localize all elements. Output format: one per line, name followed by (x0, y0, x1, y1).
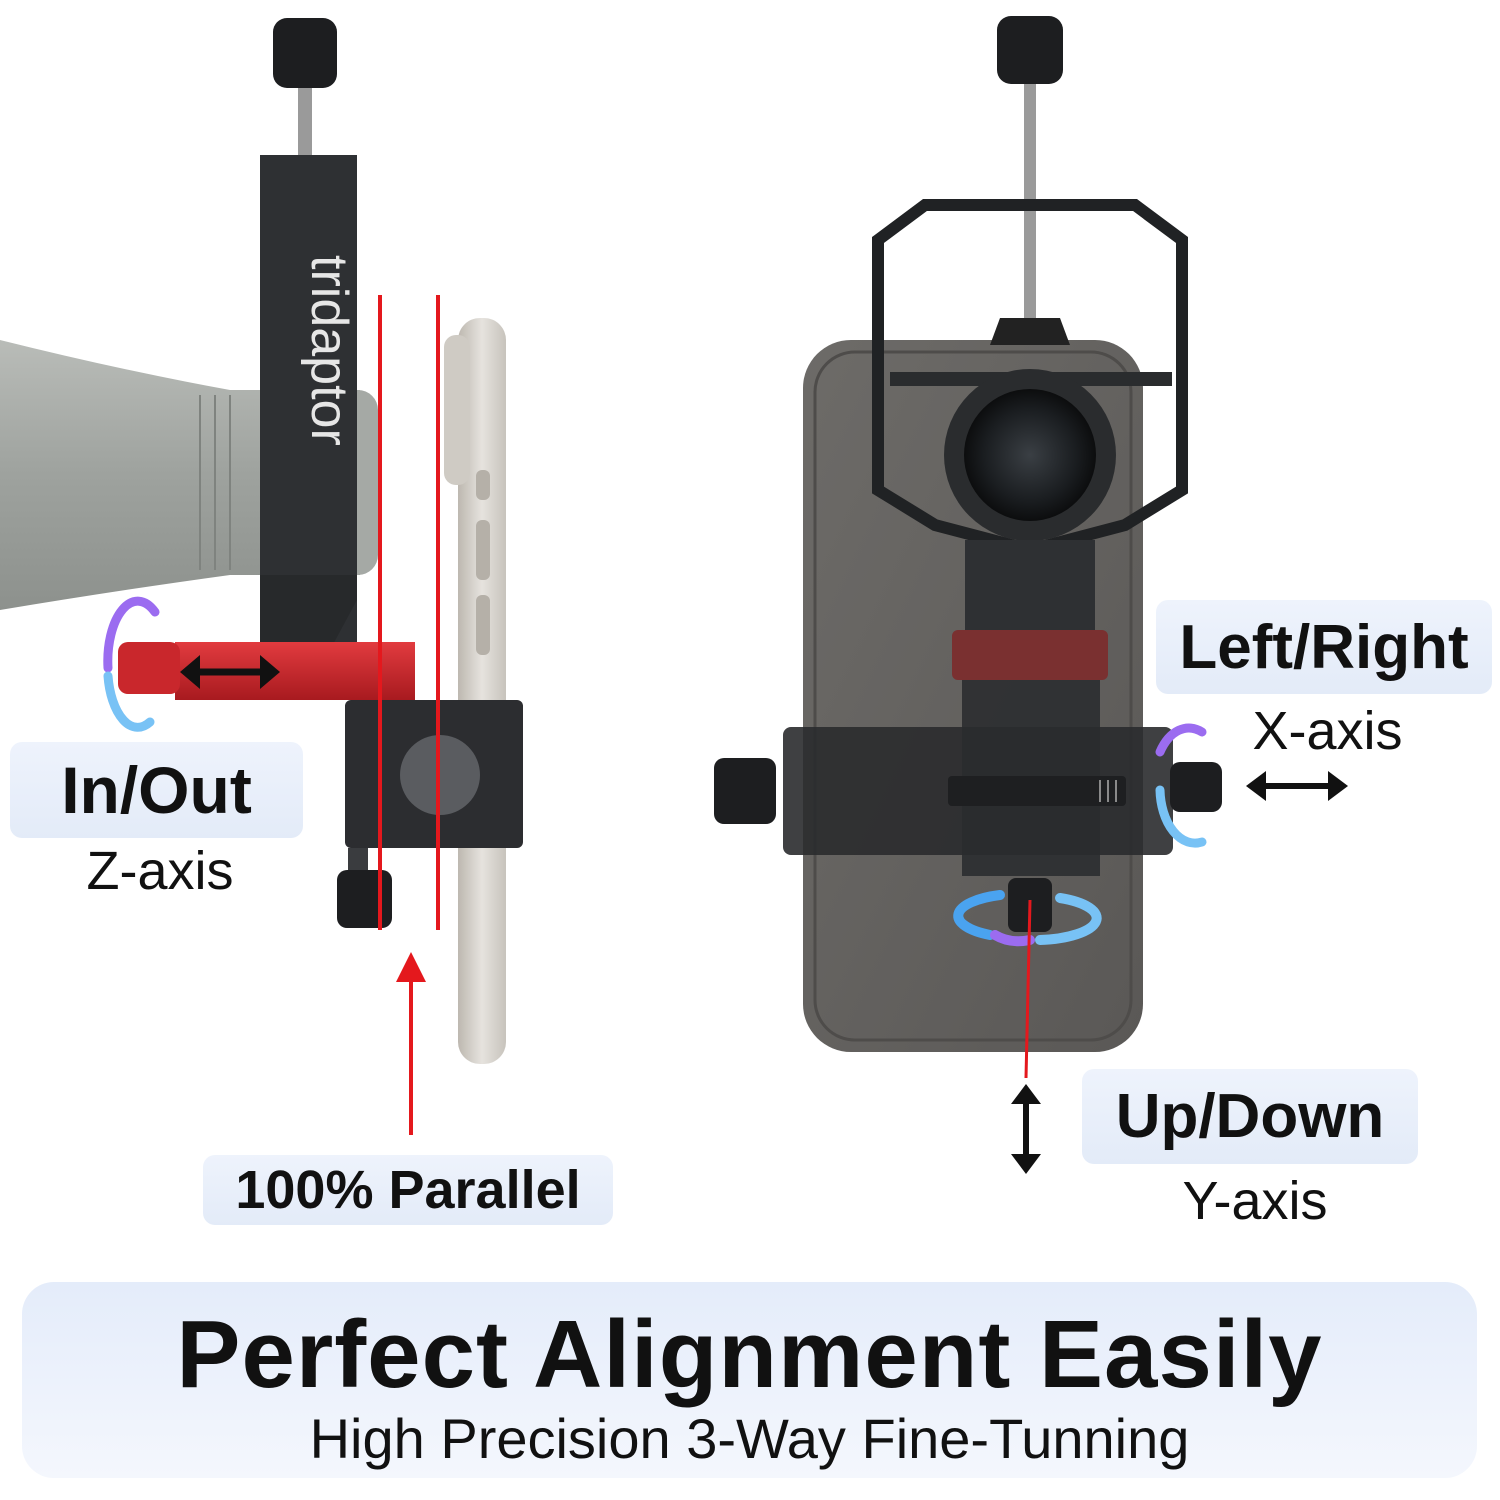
front-lower-mount (714, 680, 1222, 932)
rotate-arrow-icon (103, 596, 160, 732)
up-down-label: Up/Down (1082, 1069, 1418, 1164)
left-right-label: Left/Right (1156, 600, 1492, 694)
parallel-label: 100% Parallel (203, 1155, 613, 1225)
parallel-guide-lines (378, 295, 440, 930)
y-axis-label: Y-axis (1182, 1171, 1328, 1231)
side-bracket: tridaptor (260, 18, 358, 650)
brand-logo: tridaptor (300, 255, 358, 446)
double-arrow-icon (1011, 1084, 1041, 1174)
side-view-phone (444, 318, 506, 1064)
parallel-arrow (396, 952, 426, 1135)
x-axis-label: X-axis (1252, 701, 1403, 761)
headline-banner: Perfect Alignment Easily High Precision … (22, 1282, 1477, 1478)
double-arrow-icon (180, 655, 280, 689)
front-bracket-frame (872, 16, 1188, 630)
rotate-arrow-icon (953, 890, 1102, 947)
z-axis-label: Z-axis (86, 841, 234, 901)
y-axis-pointer-line (1024, 899, 1032, 1079)
z-axis-red-slider (103, 596, 415, 732)
rotate-arrow-icon (1155, 723, 1207, 848)
banner-title: Perfect Alignment Easily (176, 1301, 1323, 1408)
banner-subtitle: High Precision 3-Way Fine-Tunning (309, 1407, 1190, 1470)
in-out-label: In/Out (10, 742, 303, 838)
double-arrow-icon (1246, 771, 1348, 801)
front-red-block (952, 630, 1108, 680)
